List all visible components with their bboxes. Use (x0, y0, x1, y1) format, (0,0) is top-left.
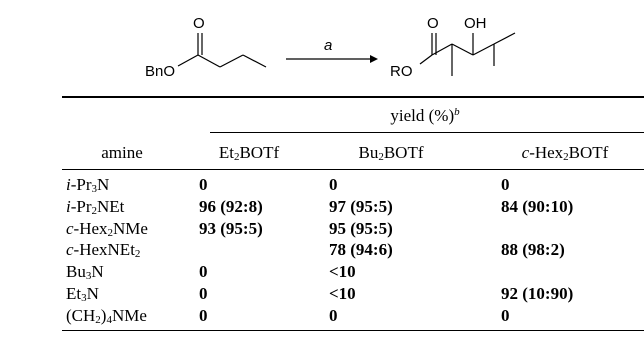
yield-cell: 95 (95:5) (329, 218, 393, 238)
amine-cell: i-Pr3N (66, 175, 110, 195)
yield-cell: 88 (98:2) (501, 240, 565, 260)
arrow-condition-label: a (324, 37, 332, 54)
reactant-bno-label: BnO (145, 63, 175, 80)
amine-cell: i-Pr2NEt (66, 196, 125, 217)
reagent-header-1: Bu2BOTf (358, 143, 424, 163)
yield-cell: 0 (199, 175, 208, 194)
yield-header-rule (210, 132, 644, 133)
yield-cell: 96 (92:8) (199, 196, 263, 216)
amine-cell: c-HexNEt2 (66, 240, 141, 261)
yield-header: yield (%)b (390, 106, 460, 125)
amine-header: amine (101, 143, 143, 162)
table-header-rule (62, 169, 644, 170)
reaction-scheme: BnO O a RO O OH (145, 15, 516, 80)
product-structure (419, 32, 516, 76)
amine-cell: c-Hex2NMe (66, 218, 148, 239)
reagent-header-2: c-Hex2BOTf (521, 143, 609, 163)
yield-cell: 0 (329, 175, 338, 194)
yield-cell: 93 (95:5) (199, 218, 263, 238)
yield-cell: 0 (199, 284, 208, 303)
yield-cell: 0 (501, 305, 510, 325)
product-oh-label: OH (464, 15, 487, 32)
yield-cell: 0 (199, 305, 208, 325)
yield-cell: 97 (95:5) (329, 196, 393, 216)
yield-cell: <10 (329, 284, 356, 303)
yield-cell: <10 (329, 262, 356, 282)
amine-cell: Bu3N (66, 262, 104, 283)
yield-cell: 0 (501, 175, 510, 194)
table-bottom-rule (62, 329, 644, 332)
reagent-header-0: Et2BOTf (218, 143, 280, 163)
yield-cell: 78 (94:6) (329, 240, 393, 260)
table-top-rule (62, 96, 644, 98)
yield-cell: 92 (10:90) (501, 284, 574, 303)
reactant-carbonyl-label: O (193, 15, 205, 32)
amine-cell: Et3N (66, 284, 99, 304)
product-ro-label: RO (390, 63, 413, 80)
reactant-structure (177, 33, 267, 68)
yield-cell: 0 (329, 305, 338, 325)
reaction-arrow (286, 55, 378, 63)
amine-cell: (CH2)4NMe (66, 305, 147, 326)
yield-cell: 0 (199, 262, 208, 282)
product-carbonyl-label: O (427, 15, 439, 32)
yield-cell: 84 (90:10) (501, 196, 574, 216)
